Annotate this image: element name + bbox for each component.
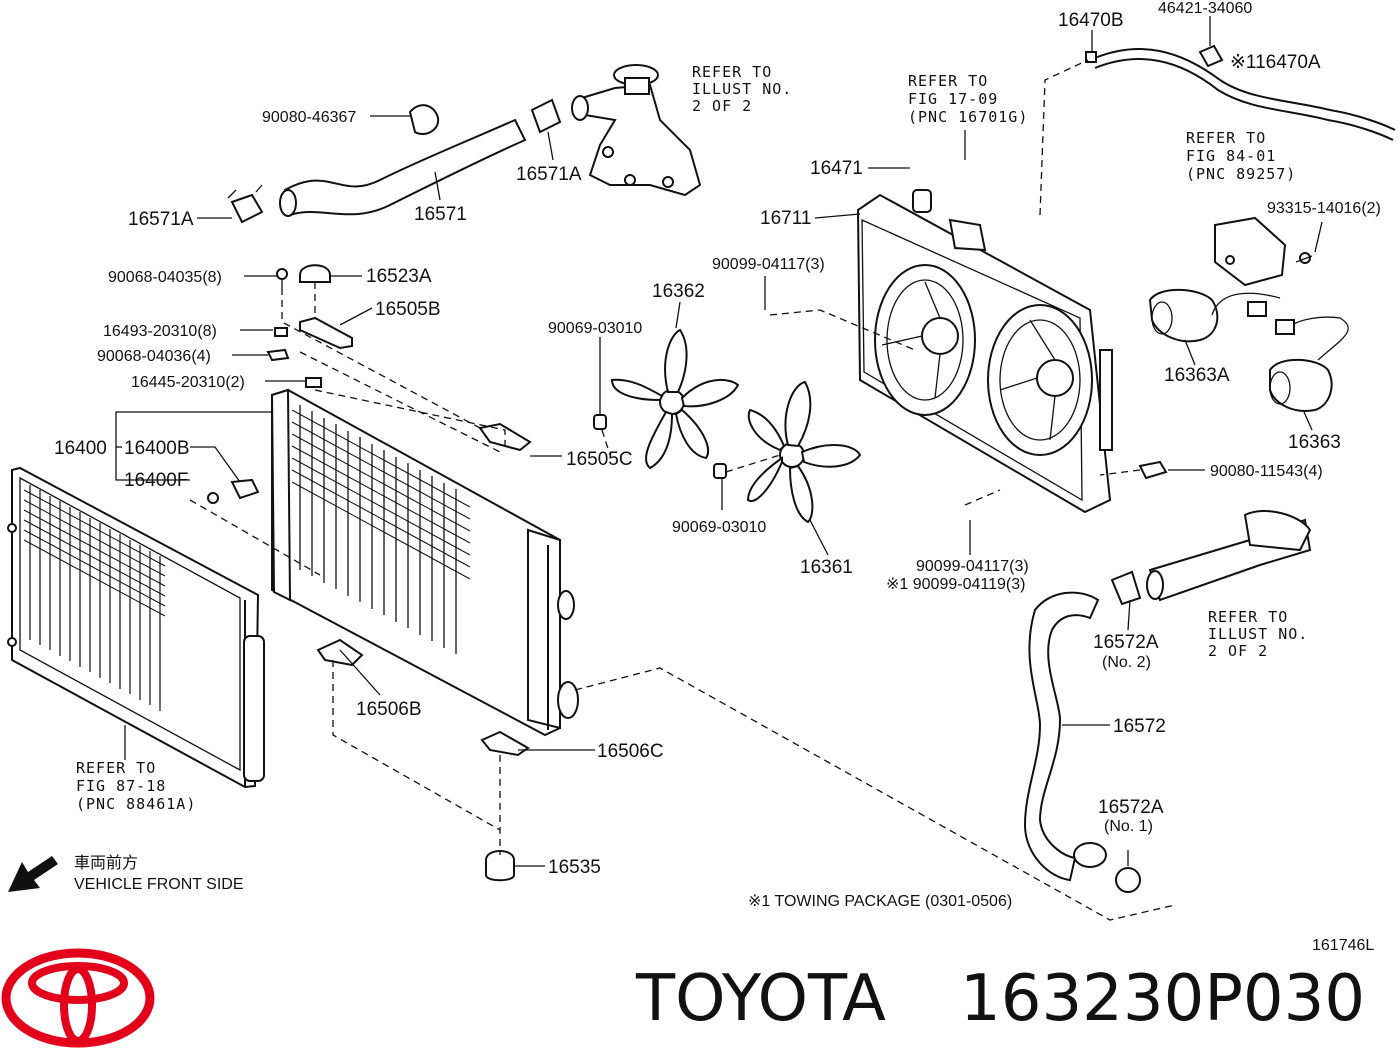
label-16400: 16400: [54, 438, 107, 459]
label-16505C: 16505C: [566, 449, 633, 470]
diagram-code: 161746L: [1312, 937, 1374, 954]
label-16400B: 16400B: [124, 438, 190, 459]
fan-motors-drawing: [1138, 216, 1349, 480]
label-16572A-no2-note: (No. 2): [1102, 654, 1151, 671]
note-illust-top-3: 2 OF 2: [692, 97, 752, 115]
label-16572: 16572: [1113, 716, 1166, 737]
note-fig-84-01-3: (PNC 89257): [1186, 165, 1296, 183]
fan-shroud-drawing: [856, 189, 1113, 514]
label-16506B: 16506B: [356, 699, 422, 720]
note-fig-17-09-3: (PNC 16701G): [908, 108, 1028, 126]
fan-16361-drawing: [713, 380, 862, 524]
radiator-mount-hardware: [207, 264, 532, 882]
note-fig-87-18-3: (PNC 88461A): [76, 795, 196, 813]
note-fig-17-09-2: FIG 17-09: [908, 90, 998, 108]
front-side-jp-label: 車両前方: [74, 854, 138, 872]
part-labels: 90080-46367 16571A 16571A 16571 90068-04…: [54, 0, 1381, 878]
toyota-logo: [1, 948, 155, 1048]
label-90068-04035: 90068-04035(8): [108, 269, 222, 286]
label-16363: 16363: [1288, 432, 1341, 453]
dashed-connection-lines: [189, 59, 1176, 921]
label-90080-11543: 90080-11543(4): [1210, 463, 1323, 480]
label-16471: 16471: [810, 158, 863, 179]
label-16571: 16571: [414, 204, 467, 225]
label-16572A-no1: 16572A: [1098, 797, 1164, 818]
label-16493-20310: 16493-20310(8): [103, 323, 217, 340]
label-16571A-left: 16571A: [128, 209, 194, 230]
label-16505B: 16505B: [375, 299, 441, 320]
towing-package-note: ※1 TOWING PACKAGE (0301-0506): [748, 893, 1012, 910]
label-90069-03010-b: 90069-03010: [672, 519, 766, 536]
label-16445-20310: 16445-20310(2): [131, 374, 245, 391]
label-93315-14016: 93315-14016(2): [1267, 200, 1381, 217]
note-illust-right-1: REFER TO: [1208, 608, 1288, 626]
condenser-drawing: [7, 466, 265, 789]
label-16711: 16711: [760, 208, 811, 229]
label-16400F: 16400F: [124, 470, 188, 491]
reservoir-hose-drawing: [1085, 44, 1396, 141]
note-illust-right-2: ILLUST NO.: [1208, 625, 1308, 643]
note-fig-84-01-2: FIG 84-01: [1186, 147, 1276, 165]
label-16361: 16361: [800, 557, 853, 578]
label-16470B: 16470B: [1058, 10, 1124, 31]
label-16470A: ※116470A: [1230, 52, 1321, 73]
refer-notes: REFER TO ILLUST NO. 2 OF 2 REFER TO FIG …: [76, 63, 1308, 813]
label-16506C: 16506C: [597, 741, 664, 762]
label-16363A: 16363A: [1164, 365, 1230, 386]
vehicle-front-arrow-icon: [8, 856, 58, 892]
note-fig-87-18-1: REFER TO: [76, 759, 156, 777]
label-90080-46367: 90080-46367: [262, 109, 356, 126]
part-number: 163230P030: [960, 962, 1365, 1036]
label-16572A-no1-note: (No. 1): [1104, 818, 1153, 835]
brand-name: TOYOTA: [635, 962, 886, 1036]
upper-hose-drawing: [227, 98, 562, 224]
label-16572A-no2: 16572A: [1093, 632, 1159, 653]
note-illust-top-2: ILLUST NO.: [692, 80, 792, 98]
leader-lines: [115, 16, 1323, 867]
label-16535: 16535: [548, 857, 601, 878]
note-fig-87-18-2: FIG 87-18: [76, 777, 166, 795]
label-46421-34060: 46421-34060: [1158, 0, 1252, 17]
front-side-en-label: VEHICLE FRONT SIDE: [74, 876, 244, 893]
label-90069-03010-a: 90069-03010: [548, 320, 642, 337]
label-16571A-top: 16571A: [516, 164, 582, 185]
label-90099-04117-b: 90099-04117(3): [916, 558, 1029, 575]
radiator-drawing: [270, 388, 579, 737]
lower-hose-drawing: [1023, 510, 1312, 893]
label-90099-04117-a: 90099-04117(3): [712, 256, 825, 273]
note-illust-top-1: REFER TO: [692, 63, 772, 81]
note-fig-17-09-1: REFER TO: [908, 72, 988, 90]
label-16362: 16362: [652, 281, 705, 302]
fan-16362-drawing: [593, 328, 740, 470]
label-90068-04036: 90068-04036(4): [97, 348, 211, 365]
note-illust-right-3: 2 OF 2: [1208, 642, 1268, 660]
water-outlet-drawing: [571, 64, 702, 197]
note-fig-84-01-1: REFER TO: [1186, 129, 1266, 147]
label-16523A: 16523A: [366, 266, 432, 287]
label-90099-04119: ※1 90099-04119(3): [886, 576, 1025, 593]
